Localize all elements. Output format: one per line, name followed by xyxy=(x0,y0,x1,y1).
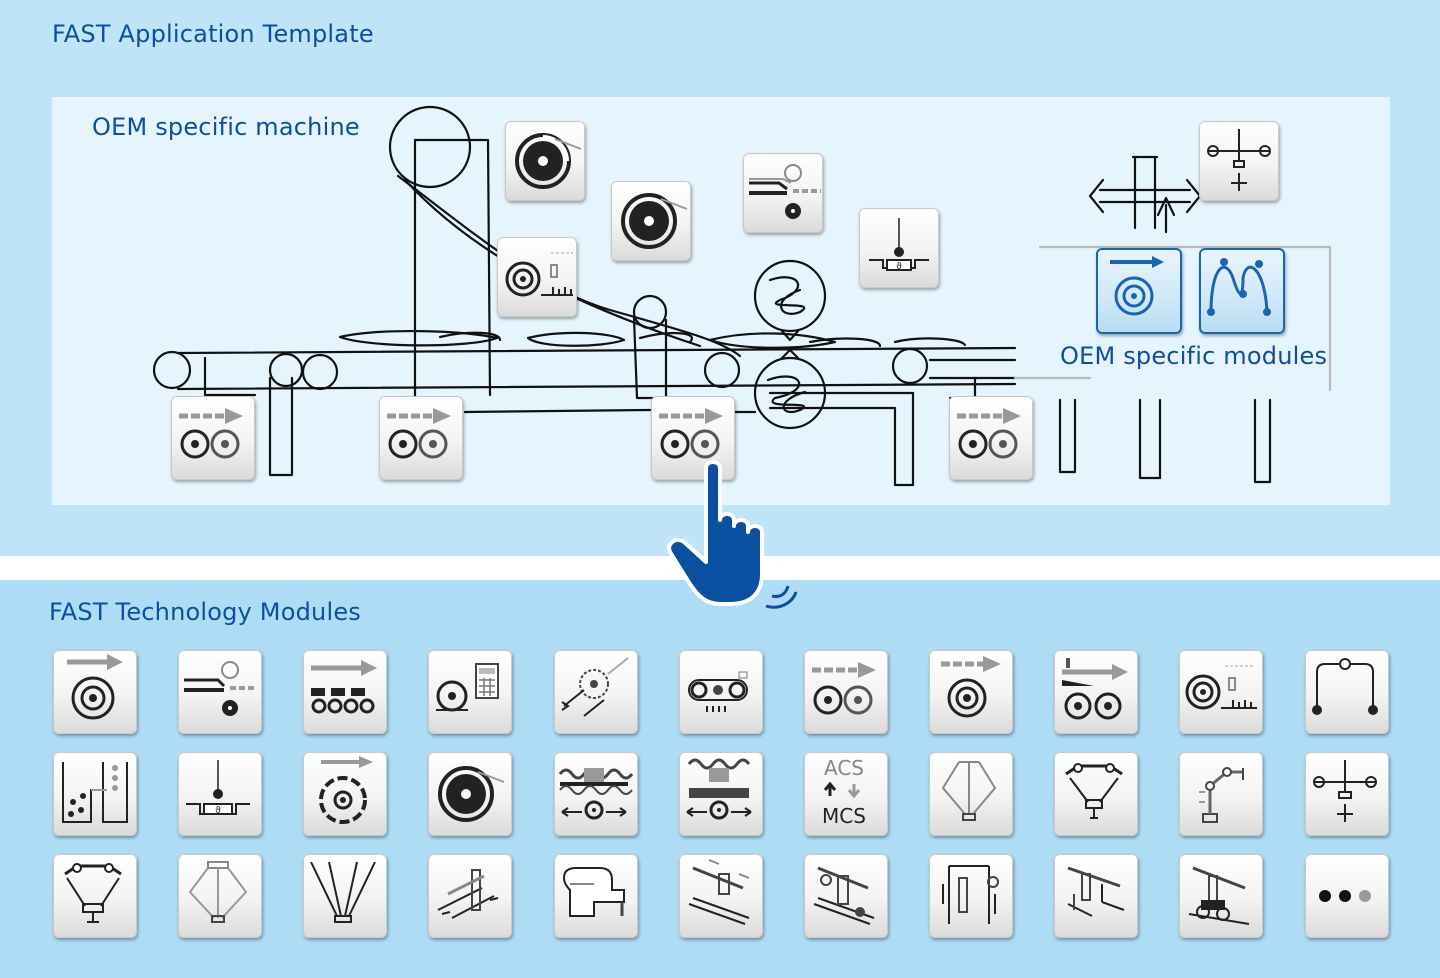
module-scara-robot[interactable] xyxy=(1054,752,1138,836)
mcs-label: MCS xyxy=(822,804,866,828)
module-unwinder[interactable] xyxy=(428,752,512,836)
tile-conveyor-drive-4[interactable] xyxy=(949,396,1033,480)
module-articulated-robot[interactable] xyxy=(1179,752,1263,836)
acs-label: ACS xyxy=(824,756,864,780)
tech-modules-heading: FAST Technology Modules xyxy=(49,598,361,626)
tile-oem-motion[interactable] xyxy=(1199,248,1285,334)
machine-heading: OEM specific machine xyxy=(92,113,360,141)
module-tension-drive[interactable] xyxy=(1054,650,1138,734)
module-acs-mcs[interactable]: ACS MCS xyxy=(804,752,888,836)
module-xyz-axis[interactable] xyxy=(428,854,512,938)
module-roller-conveyor[interactable] xyxy=(303,650,387,734)
machine-sketch xyxy=(152,105,1332,487)
svg-text:ϑ: ϑ xyxy=(215,806,221,816)
module-cam-profile[interactable] xyxy=(1305,650,1389,734)
tile-conveyor-drive-1[interactable] xyxy=(171,396,255,480)
tile-winder-2[interactable] xyxy=(611,181,691,261)
module-delta-robot-2[interactable] xyxy=(178,854,262,938)
module-cross-cutter[interactable] xyxy=(178,650,262,734)
template-heading: FAST Application Template xyxy=(52,20,374,48)
tile-cross-cutter[interactable] xyxy=(743,153,823,233)
hand-pointer-icon xyxy=(667,460,798,609)
module-double-drive[interactable] xyxy=(804,650,888,734)
module-xy-axis[interactable] xyxy=(1054,854,1138,938)
svg-text:ϑ: ϑ xyxy=(896,262,902,272)
module-winder-arrow[interactable] xyxy=(53,650,137,734)
module-linear-actuator[interactable] xyxy=(554,854,638,938)
tile-conveyor-drive-2[interactable] xyxy=(379,396,463,480)
module-register-control[interactable] xyxy=(1179,650,1263,734)
module-tripod-robot[interactable] xyxy=(303,854,387,938)
module-cut-to-length[interactable] xyxy=(679,752,763,836)
module-flying-shear[interactable] xyxy=(554,752,638,836)
tile-gantry-axis[interactable] xyxy=(1199,121,1279,201)
tile-temperature[interactable]: ϑ xyxy=(859,208,939,288)
module-rotary-knife[interactable] xyxy=(554,650,638,734)
module-more[interactable] xyxy=(1305,854,1389,938)
tile-conveyor-drive-3[interactable] xyxy=(651,396,735,480)
module-calculator-winder[interactable] xyxy=(428,650,512,734)
module-gantry-axis[interactable] xyxy=(1305,752,1389,836)
module-belt-drive[interactable] xyxy=(679,650,763,734)
module-twin-gripper[interactable] xyxy=(1179,854,1263,938)
module-linear-axis-2[interactable] xyxy=(804,854,888,938)
module-pick-and-place[interactable] xyxy=(53,752,137,836)
module-flying-saw[interactable] xyxy=(303,752,387,836)
module-vertical-axis[interactable] xyxy=(929,854,1013,938)
module-single-drive[interactable] xyxy=(929,650,1013,734)
tile-register-winder[interactable] xyxy=(497,237,577,317)
module-robot-gripper[interactable] xyxy=(53,854,137,938)
oem-modules-heading: OEM specific modules xyxy=(1060,342,1328,370)
tile-winder-1[interactable] xyxy=(505,121,585,201)
tile-oem-winder[interactable] xyxy=(1096,248,1182,334)
module-temperature[interactable]: ϑ xyxy=(178,752,262,836)
module-linear-axis-1[interactable] xyxy=(679,854,763,938)
module-delta-robot-1[interactable] xyxy=(929,752,1013,836)
